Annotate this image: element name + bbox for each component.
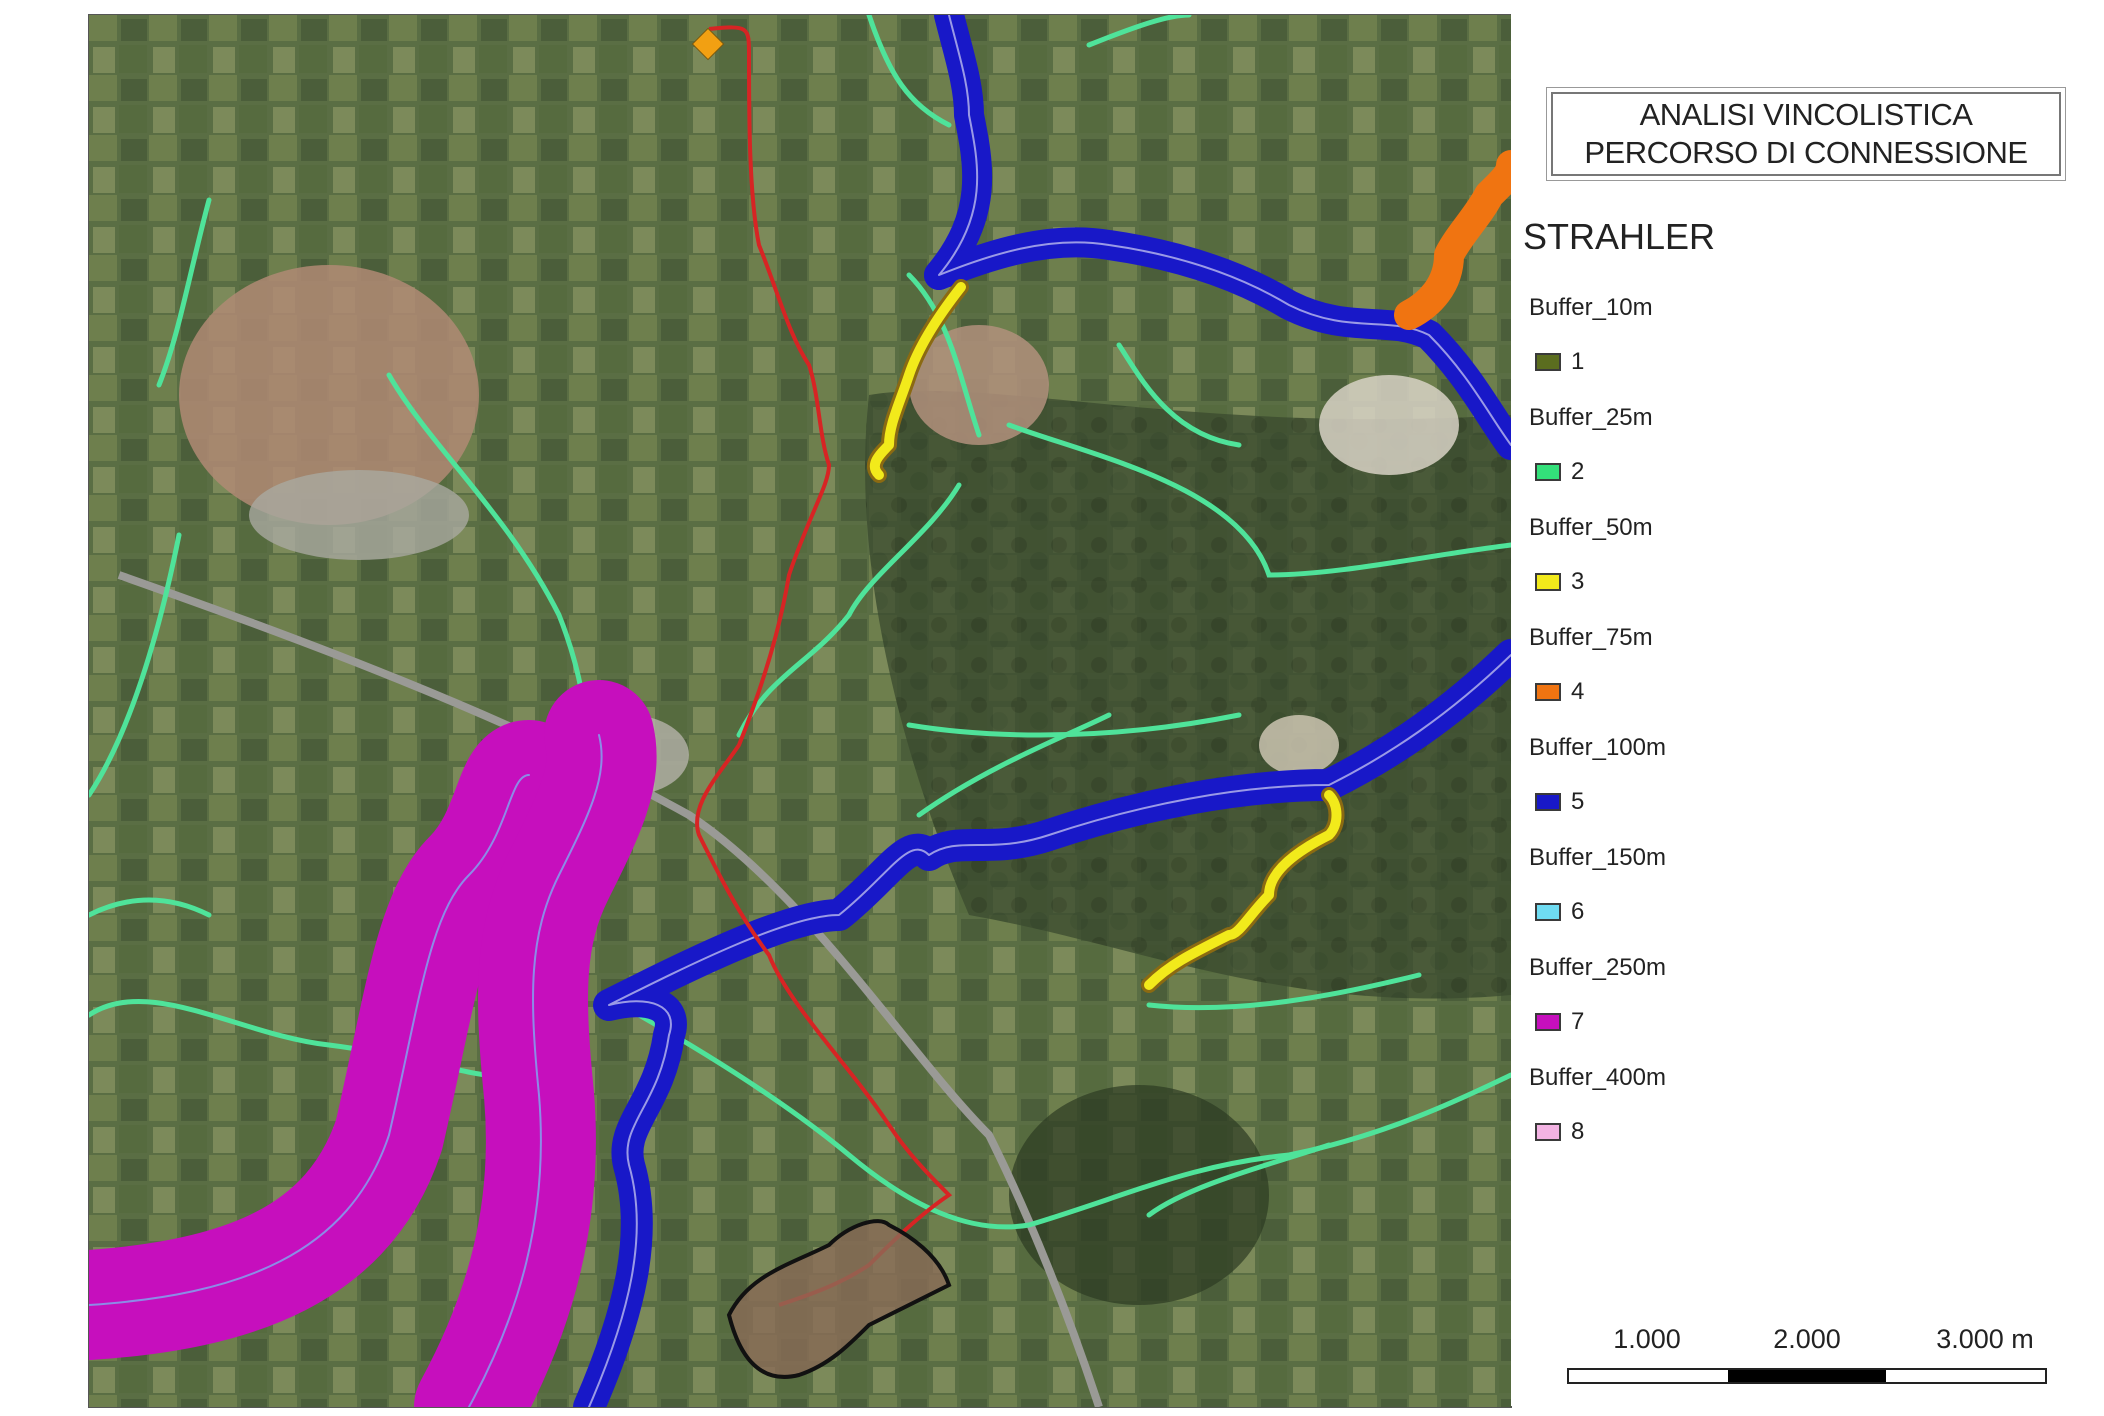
scale-bar: 1.000 2.000 3.000 m [1567, 1324, 2047, 1384]
legend-order-label: 3 [1571, 568, 1585, 595]
quarry-east [1259, 715, 1339, 775]
legend-order-label: 2 [1571, 458, 1585, 485]
quarry [1319, 375, 1459, 475]
scale-label-3: 3.000 m [1936, 1324, 2034, 1354]
legend-group-label: Buffer_100m [1529, 734, 1666, 761]
legend-order-label: 7 [1571, 1008, 1585, 1035]
legend-group-label: Buffer_10m [1529, 294, 1653, 321]
legend-group-label: Buffer_150m [1529, 844, 1666, 871]
legend-swatch [1535, 463, 1561, 481]
legend-heading: STRAHLER [1523, 216, 1716, 257]
legend-swatch [1535, 1013, 1561, 1031]
legend-swatch [1535, 1123, 1561, 1141]
project-site-outline [726, 1219, 952, 1379]
legend-item: 7 [1535, 1008, 1584, 1036]
legend-group-label: Buffer_75m [1529, 624, 1653, 651]
forest-patch [1009, 1085, 1269, 1305]
legend-order-label: 8 [1571, 1118, 1585, 1145]
scale-seg-2 [1727, 1370, 1887, 1382]
map-title-box: ANALISI VINCOLISTICA PERCORSO DI CONNESS… [1546, 87, 2066, 181]
town-west-industrial [249, 470, 469, 560]
town-center [909, 325, 1049, 445]
legend-item: 2 [1535, 458, 1584, 486]
legend-group-label: Buffer_25m [1529, 404, 1653, 431]
legend-panel: ANALISI VINCOLISTICA PERCORSO DI CONNESS… [1511, 14, 2103, 1406]
legend-order-label: 6 [1571, 898, 1585, 925]
strahler-4-buffer [1394, 150, 1511, 330]
scale-label-2: 2.000 [1773, 1324, 1841, 1354]
legend-group-label: Buffer_50m [1529, 514, 1653, 541]
scale-label-1: 1.000 [1613, 1324, 1681, 1354]
legend-item: 4 [1535, 678, 1584, 706]
connection-route [695, 25, 953, 1307]
legend-swatch [1535, 793, 1561, 811]
scale-seg-3 [1886, 1370, 2046, 1382]
legend-swatch [1535, 903, 1561, 921]
legend-order-label: 5 [1571, 788, 1585, 815]
strahler-7-buffer [89, 680, 657, 1407]
legend-swatch [1535, 683, 1561, 701]
strahler-5-buffer [573, 15, 1511, 1407]
scale-seg-1 [1569, 1370, 1728, 1382]
legend-group-label: Buffer_400m [1529, 1064, 1666, 1091]
legend-swatch [1535, 353, 1561, 371]
legend-swatch [1535, 573, 1561, 591]
strahler-3-buffer [866, 279, 1345, 993]
map-canvas[interactable] [88, 14, 1512, 1408]
map-title-line2: PERCORSO DI CONNESSIONE [1584, 135, 2028, 170]
scale-bar-segments [1567, 1368, 2047, 1384]
legend-order-label: 1 [1571, 348, 1585, 375]
legend-group-label: Buffer_250m [1529, 954, 1666, 981]
legend-item: 3 [1535, 568, 1584, 596]
legend-item: 1 [1535, 348, 1584, 376]
legend-item: 5 [1535, 788, 1584, 816]
legend-item: 6 [1535, 898, 1584, 926]
map-title-line1: ANALISI VINCOLISTICA [1639, 97, 1973, 132]
legend-order-label: 4 [1571, 678, 1585, 705]
legend-item: 8 [1535, 1118, 1584, 1146]
town-west [179, 265, 479, 525]
route-start-marker [691, 27, 725, 61]
